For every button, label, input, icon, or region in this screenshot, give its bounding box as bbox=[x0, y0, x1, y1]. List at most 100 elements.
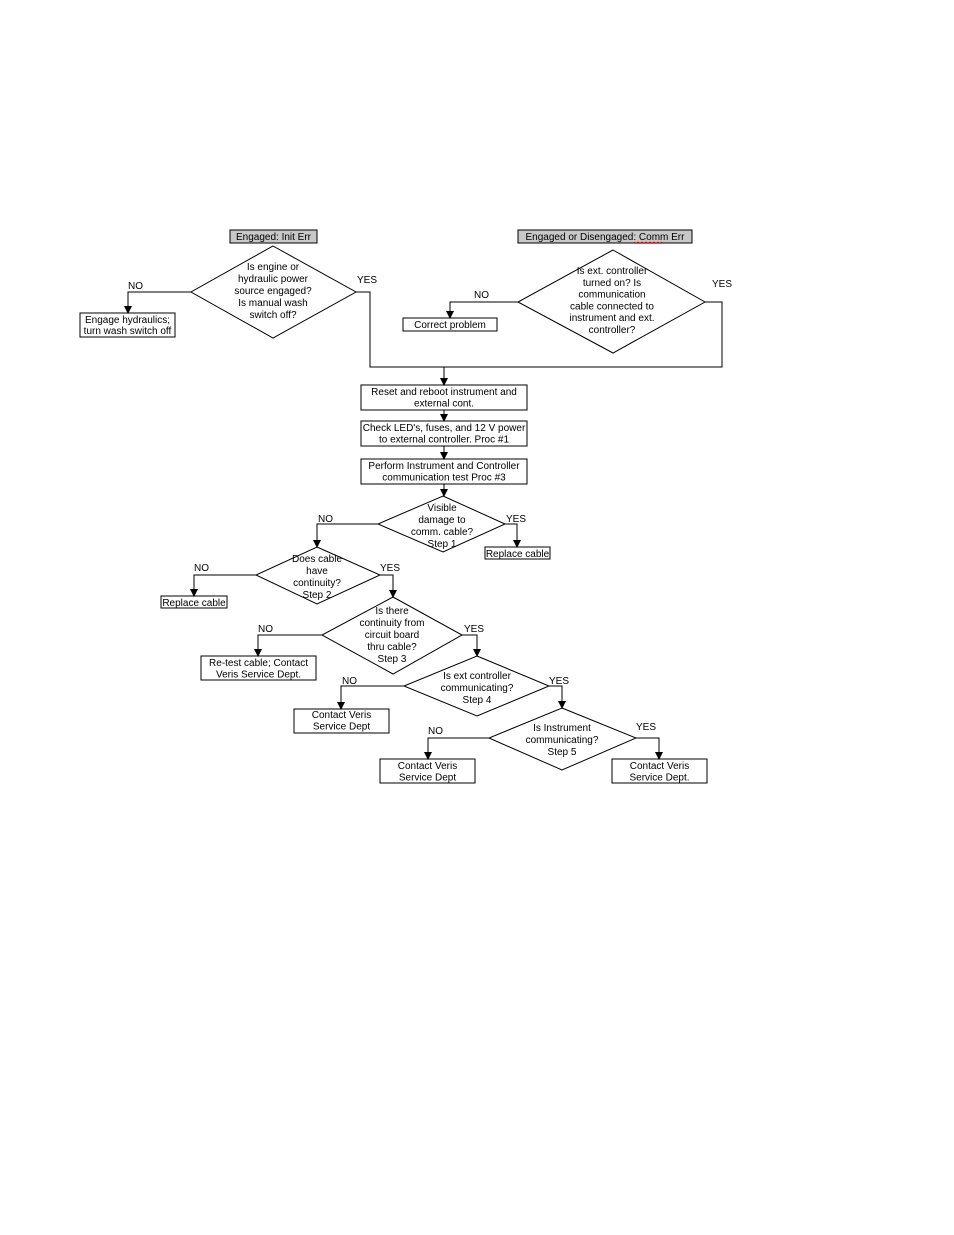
text-line: circuit board bbox=[365, 630, 419, 641]
text-line: Visible bbox=[427, 503, 457, 514]
text-line: Is manual wash bbox=[238, 298, 307, 309]
label-no-engine: NO bbox=[128, 281, 143, 292]
text-line: communicating? bbox=[441, 683, 514, 694]
label-no-step2: NO bbox=[194, 563, 209, 574]
connector-ext-yes bbox=[444, 301, 723, 368]
text-line: Step 4 bbox=[463, 695, 492, 706]
text-line: Check LED's, fuses, and 12 V power bbox=[363, 423, 526, 434]
connector-step1-yes bbox=[505, 523, 521, 548]
text-line: Veris Service Dept. bbox=[216, 670, 301, 681]
svg-text:Engaged: Init Err: Engaged: Init Err bbox=[236, 232, 312, 243]
connector-step3-no bbox=[254, 634, 322, 657]
text-line: Step 3 bbox=[378, 654, 407, 665]
label-no-ext: NO bbox=[474, 290, 489, 301]
text-line: Re-test cable; Contact bbox=[209, 658, 308, 669]
label-yes-step1: YES bbox=[506, 514, 526, 525]
text-line: hydraulic power bbox=[238, 274, 309, 285]
text-line: Correct problem bbox=[414, 320, 486, 331]
text-line: continuity from bbox=[359, 618, 424, 629]
text-line: Is ext controller bbox=[443, 671, 511, 682]
label-yes-step2: YES bbox=[380, 563, 400, 574]
action-correct-problem: Correct problem bbox=[402, 317, 498, 332]
action-replace-cable-2: Replace cable bbox=[160, 595, 228, 609]
header-comm-err: Engaged or Disengaged: Comm Err bbox=[517, 229, 693, 244]
header-init-err: Engaged: Init Err bbox=[229, 229, 318, 244]
text-line: to external controller. Proc #1 bbox=[379, 435, 510, 446]
text-line: Is Instrument bbox=[533, 723, 591, 734]
text-line: Step 2 bbox=[303, 590, 332, 601]
text-line: Service Dept bbox=[313, 722, 370, 733]
box-text: Correct problem bbox=[414, 320, 486, 331]
text-line: Is there bbox=[375, 606, 409, 617]
action-replace-cable-1: Replace cable bbox=[484, 546, 551, 560]
text-line: continuity? bbox=[293, 578, 341, 589]
text-line: instrument and ext. bbox=[569, 313, 654, 324]
label-no-step5: NO bbox=[428, 726, 443, 737]
text-line: external cont. bbox=[414, 399, 474, 410]
text-line: Replace cable bbox=[162, 598, 226, 609]
text-line: switch off? bbox=[249, 310, 296, 321]
text-line: Perform Instrument and Controller bbox=[368, 461, 520, 472]
connector-step4-no bbox=[337, 685, 404, 710]
text-line: Step 1 bbox=[428, 539, 457, 550]
svg-text:Engaged or Disengaged: Comm Er: Engaged or Disengaged: Comm Err bbox=[526, 232, 686, 243]
connector-step4-yes bbox=[549, 685, 566, 709]
connector-step1-no bbox=[313, 523, 378, 548]
connector-step5-yes bbox=[636, 737, 663, 760]
text-line: damage to bbox=[418, 515, 466, 526]
label-yes-step4: YES bbox=[549, 676, 569, 687]
text-line: thru cable? bbox=[367, 642, 417, 653]
connector-step2-yes bbox=[380, 574, 397, 598]
text-line: Does cable bbox=[292, 554, 342, 565]
text-line: have bbox=[306, 566, 328, 577]
box-text: Engage hydraulics;turn wash switch off bbox=[84, 315, 172, 337]
label-no-step4: NO bbox=[342, 676, 357, 687]
label-no-step3: NO bbox=[258, 624, 273, 635]
text-line: communication bbox=[578, 290, 645, 301]
text-line: Is engine or bbox=[247, 262, 300, 273]
label-no-step1: NO bbox=[318, 514, 333, 525]
connector-step3-yes bbox=[462, 634, 481, 657]
text-line: turn wash switch off bbox=[84, 326, 172, 337]
connector-engine-yes bbox=[356, 291, 444, 368]
text-line: Reset and reboot instrument and bbox=[371, 387, 517, 398]
connector-step2-no bbox=[190, 574, 256, 597]
text-line: Is ext. controller bbox=[577, 266, 648, 277]
label-yes-step5: YES bbox=[636, 722, 656, 733]
text-line: communicating? bbox=[526, 735, 599, 746]
connector-step5-no bbox=[424, 737, 489, 760]
label-yes-engine: YES bbox=[357, 275, 377, 286]
text-line: cable connected to bbox=[570, 301, 654, 312]
text-line: Step 5 bbox=[548, 747, 577, 758]
text-line: Engage hydraulics; bbox=[85, 315, 170, 326]
box-text: Replace cable bbox=[162, 598, 226, 609]
text-line: comm. cable? bbox=[411, 527, 474, 538]
text-line: Contact Veris bbox=[630, 761, 689, 772]
text-line: turned on? Is bbox=[583, 278, 641, 289]
action-engage-hydraulics: Engage hydraulics;turn wash switch off bbox=[79, 312, 176, 338]
text-line: communication test Proc #3 bbox=[382, 473, 506, 484]
text-line: controller? bbox=[589, 325, 636, 336]
box-text: Replace cable bbox=[486, 549, 550, 560]
